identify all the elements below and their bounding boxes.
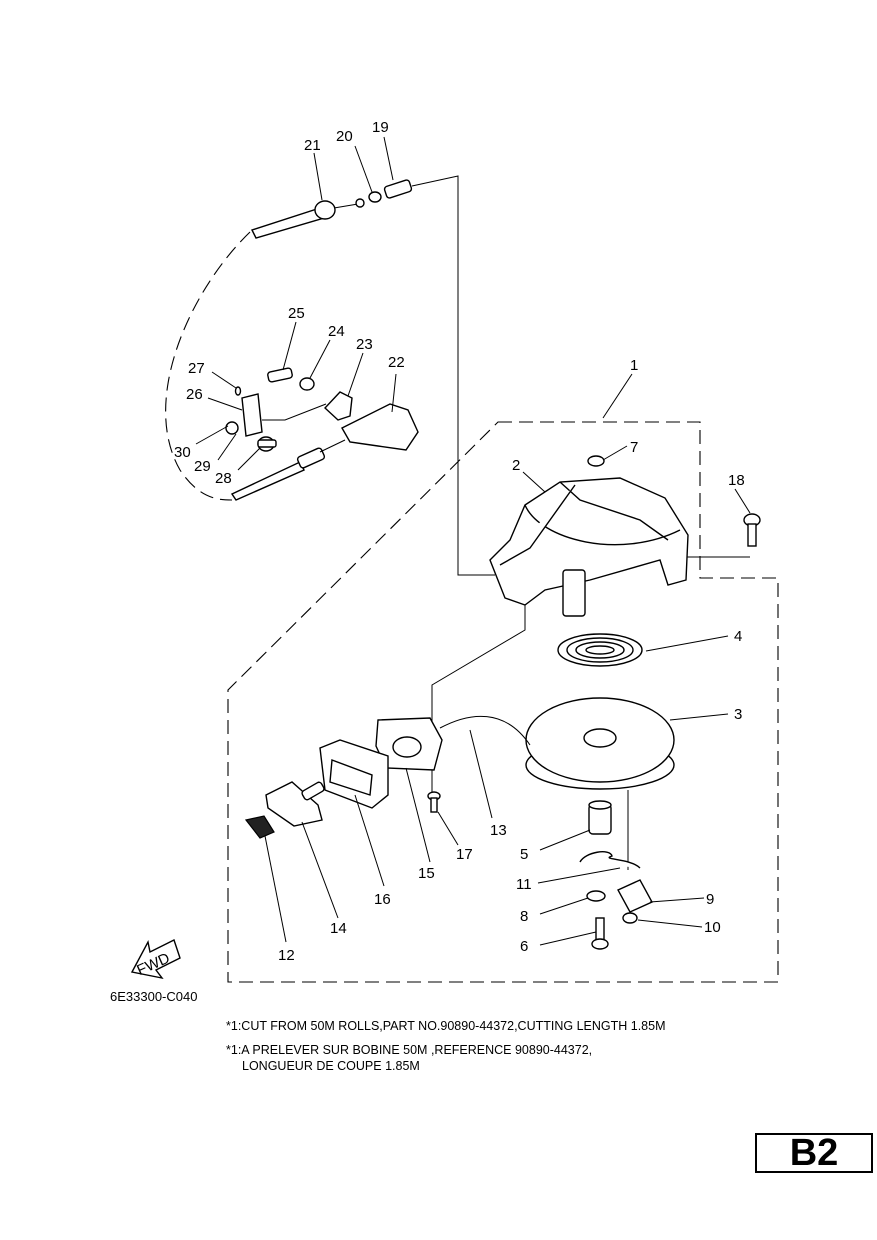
callout-2: 2 [512,457,520,474]
pawl-part-9 [617,879,653,913]
insert-part-12 [244,815,275,839]
callout-22: 22 [388,354,405,371]
spring-clip [579,851,641,869]
drawing-code: 6E33300-C040 [110,989,198,1004]
callout-20: 20 [336,128,353,145]
forward-arrow-icon [130,939,181,980]
grip-cover-part-16 [319,739,389,809]
callout-12: 12 [278,947,295,964]
cable-loop [165,231,251,501]
handle-part-14 [265,781,325,827]
collar-part-5 [588,800,612,835]
page-badge-label: B2 [789,1131,839,1174]
callout-10: 10 [704,919,721,936]
callout-9: 9 [706,891,714,908]
note-french-line-2: LONGUEUR DE COUPE 1.85M [242,1059,420,1073]
throttle-linkage-assembly [225,367,419,501]
callout-7: 7 [630,439,638,456]
spiral-spring [557,633,643,667]
callout-29: 29 [194,458,211,475]
callout-30: 30 [174,444,191,461]
callout-15: 15 [418,865,435,882]
callout-21: 21 [304,137,321,154]
screw-part-17 [427,791,441,813]
callout-25: 25 [288,305,305,322]
clip-part-10 [622,912,638,924]
callout-16: 16 [374,891,391,908]
callout-18: 18 [728,472,745,489]
pulley-drum [525,697,675,790]
callout-4: 4 [734,628,742,645]
callout-8: 8 [520,908,528,925]
cable-end-assembly [251,179,413,239]
note-english: *1:CUT FROM 50M ROLLS,PART NO.90890-4437… [226,1019,666,1033]
bolt-part-18 [743,513,761,547]
note-french-line-1: *1:A PRELEVER SUR BOBINE 50M ,REFERENCE … [226,1043,593,1057]
cable-route-line [411,175,495,576]
callout-3: 3 [734,706,742,723]
page-badge: B2 [755,1131,873,1174]
callout-19: 19 [372,119,389,136]
starter-housing [489,455,689,617]
callout-6: 6 [520,938,528,955]
washer-part-8 [586,890,606,902]
assembly-outline [227,421,779,983]
callout-leaders [195,136,751,946]
callout-26: 26 [186,386,203,403]
callout-23: 23 [356,336,373,353]
starter-rope [439,715,531,746]
callout-17: 17 [456,846,473,863]
callout-5: 5 [520,846,528,863]
callout-28: 28 [215,470,232,487]
bolt-part-6 [591,917,609,950]
rope-guide-part-15 [375,717,443,771]
callout-14: 14 [330,920,347,937]
callout-27: 27 [188,360,205,377]
callout-1: 1 [630,357,638,374]
callout-24: 24 [328,323,345,340]
callout-11: 11 [516,876,532,893]
notes-block: *1:CUT FROM 50M ROLLS,PART NO.90890-4437… [226,1018,666,1074]
callout-13: 13 [490,822,507,839]
